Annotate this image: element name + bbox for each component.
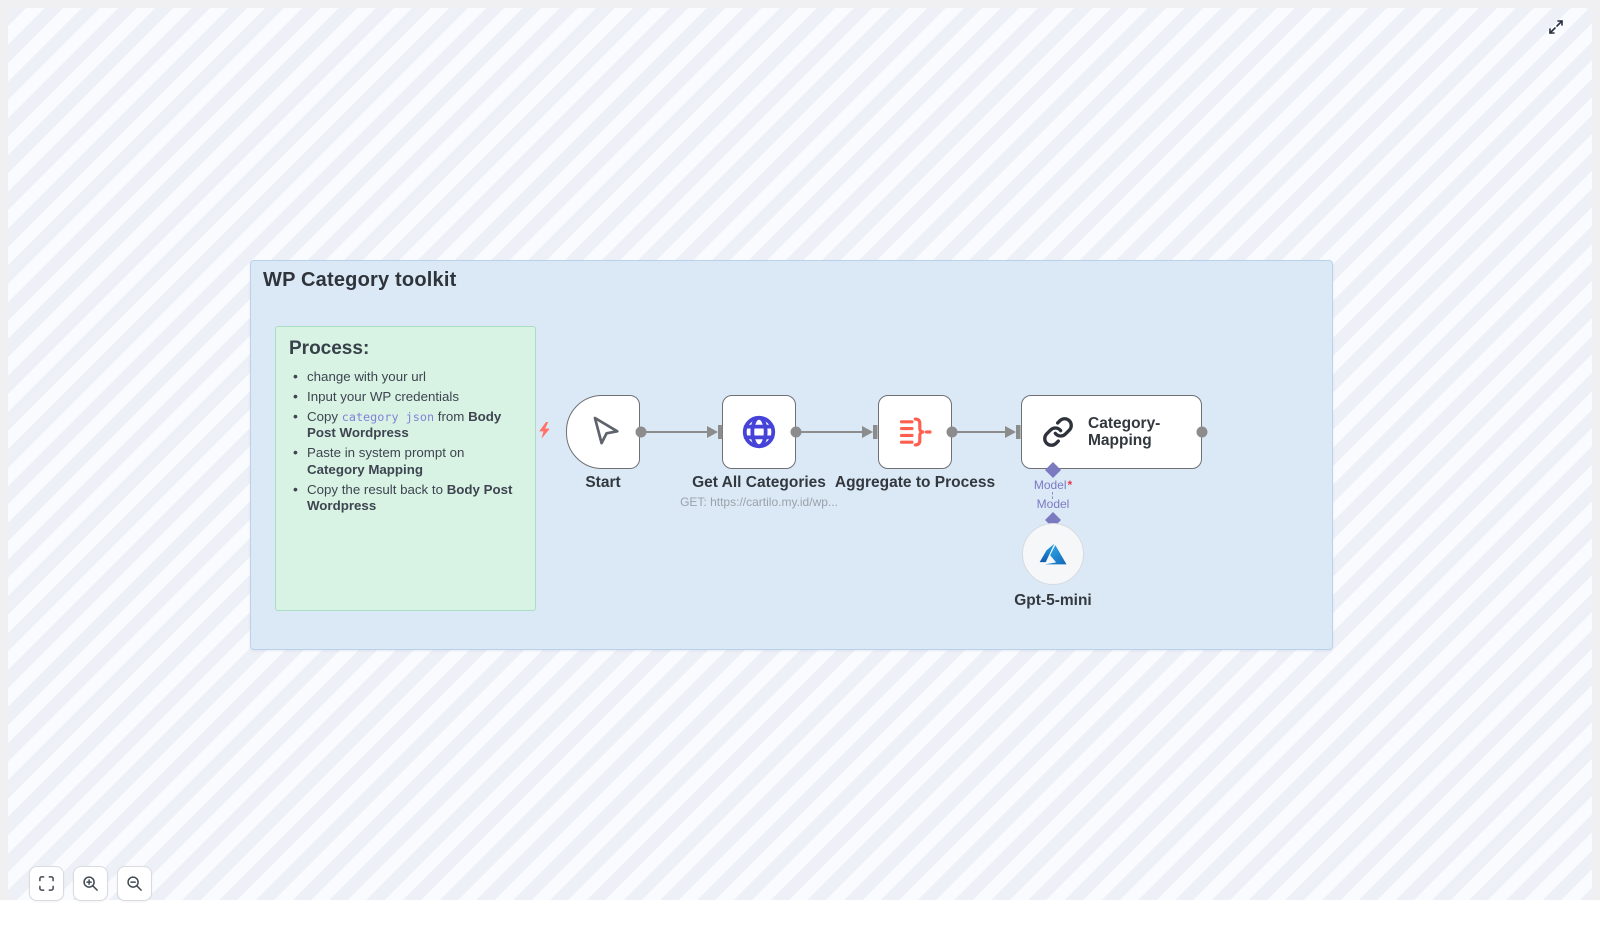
fit-view-button[interactable]	[29, 866, 64, 901]
link-icon	[1043, 417, 1073, 447]
note-bullet: Copy the result back to Body Post Wordpr…	[289, 481, 522, 516]
globe-icon	[742, 415, 776, 449]
cursor-icon	[593, 416, 619, 445]
connection-start-to-getall[interactable]	[634, 422, 724, 442]
node-start-label: Start	[585, 474, 621, 491]
workflow-group-title: WP Category toolkit	[263, 269, 457, 291]
model-input-label: Model	[1036, 497, 1070, 511]
model-port-category-mapping[interactable]	[1045, 462, 1061, 478]
expand-button[interactable]	[1544, 16, 1568, 40]
node-get-all-categories[interactable]	[722, 395, 796, 469]
note-bullet: Paste in system prompt on Category Mappi…	[289, 444, 522, 479]
node-get-all-categories-subtitle: GET: https://cartilo.my.id/wp...	[680, 495, 838, 509]
trigger-bolt-icon	[539, 422, 550, 439]
note-bullet: change with your url	[289, 368, 522, 386]
zoom-out-button[interactable]	[117, 866, 152, 901]
model-connection-line	[1052, 492, 1053, 499]
note-list: change with your urlInput your WP creden…	[289, 368, 522, 516]
node-aggregate-to-process[interactable]	[878, 395, 952, 469]
node-gpt-5-mini-label: Gpt-5-mini	[1014, 592, 1092, 609]
note-bullet: Input your WP credentials	[289, 388, 522, 406]
node-get-all-categories-label: Get All Categories	[692, 474, 826, 491]
zoom-in-button[interactable]	[73, 866, 108, 901]
workflow-canvas[interactable]: WP Category toolkit Process: change with…	[8, 8, 1592, 901]
connection-getall-to-aggregate[interactable]	[789, 422, 879, 442]
sticky-note[interactable]: Process: change with your urlInput your …	[275, 326, 536, 611]
aggregate-icon	[899, 417, 932, 447]
output-port-category-mapping[interactable]	[1195, 424, 1211, 440]
node-aggregate-to-process-label: Aggregate to Process	[834, 474, 996, 491]
azure-icon	[1039, 543, 1067, 565]
node-category-mapping-label: Category- Mapping	[1088, 414, 1161, 449]
expand-icon	[1549, 19, 1563, 34]
node-category-mapping[interactable]: Category- Mapping	[1021, 395, 1202, 469]
connection-aggregate-to-mapping[interactable]	[946, 422, 1022, 442]
fit-view-icon	[39, 876, 54, 891]
node-gpt-5-mini[interactable]	[1022, 523, 1084, 585]
node-start[interactable]	[566, 395, 640, 469]
zoom-out-icon	[127, 876, 142, 891]
zoom-in-icon	[83, 876, 98, 891]
sticky-note-title: Process:	[289, 338, 370, 359]
note-bullet: Copy category json from Body Post Wordpr…	[289, 408, 522, 443]
model-output-label: Model*	[1033, 478, 1073, 492]
